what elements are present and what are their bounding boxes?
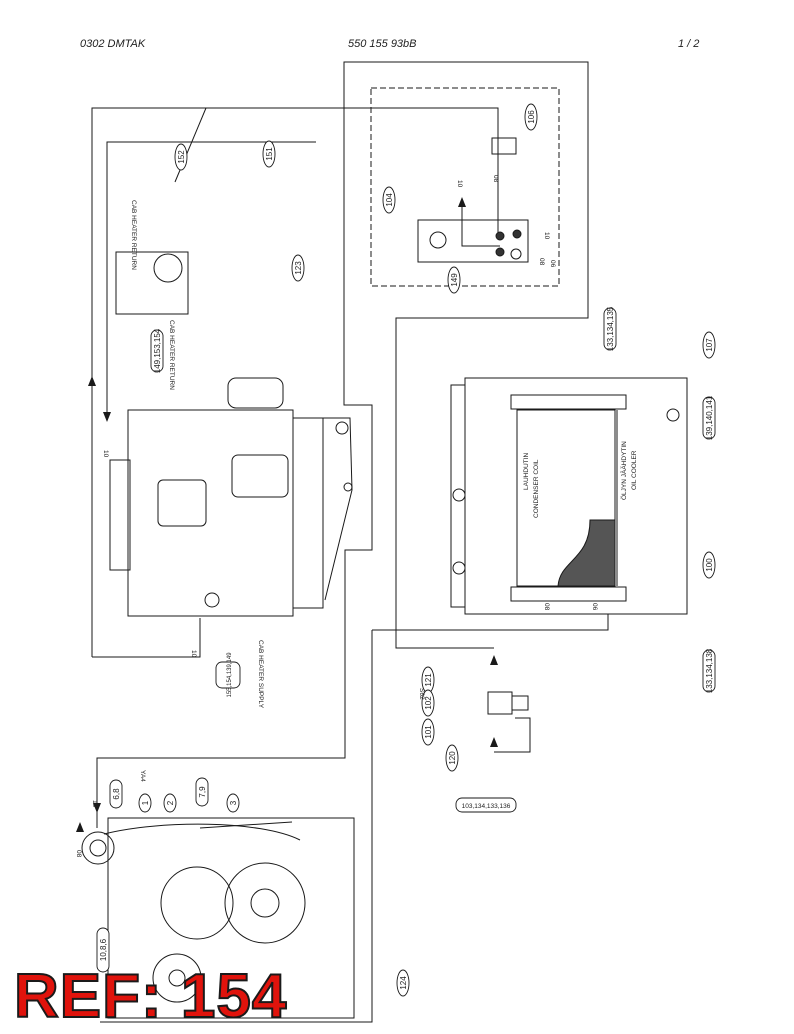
- arrow-supply-upper: [490, 655, 498, 665]
- callout-2: [163, 793, 177, 813]
- callout-1: [138, 793, 152, 813]
- callout-133-134-135-text: 133,134,135: [606, 306, 615, 351]
- wire-tag-08-b: 08: [543, 603, 550, 611]
- wire-tag-06-a: 06: [591, 603, 598, 611]
- arrow-cab-return: [103, 412, 111, 422]
- callout-149-153-154-text: 149,153,154: [153, 328, 162, 373]
- callout-149-153-154: [150, 329, 164, 373]
- header-right: 1 / 2: [678, 38, 700, 50]
- arrow-lower-engine: [93, 803, 101, 813]
- wire-tag-10-b: 10: [543, 232, 550, 240]
- callout-104: [382, 186, 396, 214]
- lower-engine: [107, 817, 355, 1019]
- wire-123: [96, 255, 373, 828]
- wire-tag-10-e: 10: [91, 800, 98, 808]
- label-oil-cooler-fi: ÖLJYN JÄÄHDYTIN: [620, 441, 628, 500]
- arrow-lower-08: [76, 822, 84, 832]
- wire-tag-10-c: 10: [102, 450, 109, 458]
- callout-155-154-139-149: [215, 661, 241, 689]
- label-cab-heater-return-top: CAB HEATER RETURN: [130, 200, 137, 270]
- callout-124-text: 124: [399, 976, 408, 990]
- control-box: [370, 87, 560, 287]
- callout-149: [447, 266, 461, 294]
- callout-10-8-6: [96, 927, 110, 973]
- callout-6-8: [109, 779, 123, 809]
- callout-120: [445, 744, 459, 772]
- callout-155-154-139-149-text: 155,154,139,149: [227, 652, 233, 698]
- wire-tag-10-a: 10: [456, 180, 463, 188]
- callout-104-text: 104: [385, 193, 394, 207]
- callout-151: [262, 140, 276, 168]
- wire-cooler-return: [494, 717, 531, 753]
- callout-152: [174, 143, 188, 171]
- callout-102: [421, 689, 435, 717]
- callout-10-8-6-text: 10,8,6: [99, 938, 108, 961]
- callout-149-text: 149: [450, 273, 459, 287]
- callout-103-134-133-136: [455, 797, 517, 813]
- label-s62: S62: [418, 688, 425, 700]
- callout-133-134-138: [702, 649, 716, 693]
- wire-cab-supply: [92, 618, 201, 658]
- engine-block: [127, 409, 294, 617]
- callout-7-9-text: 7,9: [198, 786, 207, 798]
- callout-120-text: 120: [448, 751, 457, 765]
- label-cab-heater-return-mid: CAB HEATER RETURN: [168, 320, 175, 390]
- wire-151: [106, 141, 316, 420]
- wire-tag-10-d: 10: [190, 650, 197, 658]
- wire-tag-08-a: 08: [492, 175, 499, 183]
- callout-123: [291, 254, 305, 282]
- callout-139-140-141-text: 139,140,141: [705, 395, 714, 440]
- callout-152-text: 152: [177, 150, 186, 164]
- callout-107: [702, 331, 716, 359]
- label-ya4: YA4: [139, 770, 146, 782]
- wire-tag-08-c: 08: [75, 850, 82, 858]
- callout-1-text: 1: [141, 800, 150, 805]
- callout-2-text: 2: [166, 800, 175, 805]
- callout-6-8-text: 6,8: [112, 788, 121, 800]
- callout-121-text: 121: [424, 673, 433, 687]
- callout-100-text: 100: [705, 558, 714, 572]
- callout-102-text: 102: [424, 696, 433, 710]
- arrow-supply-lower: [490, 737, 498, 747]
- callout-3-text: 3: [229, 800, 238, 805]
- wire-tag-06-b: 06: [549, 260, 556, 268]
- wire-outer-box: [343, 61, 589, 649]
- valve-block: [417, 219, 529, 263]
- label-oil-cooler-en: OIL COOLER: [631, 450, 638, 490]
- arrow-left-return: [88, 376, 96, 386]
- callout-100: [702, 551, 716, 579]
- wire-upper-loop: [91, 107, 499, 657]
- callout-133-134-135: [603, 307, 617, 351]
- callout-7-9: [195, 777, 209, 807]
- wire-124: [372, 614, 609, 631]
- callout-3: [226, 793, 240, 813]
- callout-101-text: 101: [424, 725, 433, 739]
- callout-106-text: 106: [527, 110, 536, 124]
- wire-valve: [461, 201, 500, 247]
- callout-103-134-133-136-text: 103,134,133,136: [462, 803, 511, 810]
- callout-133-134-138-text: 133,134,138: [705, 648, 714, 693]
- ref-badge: REF: 154: [13, 962, 288, 1031]
- callout-151-text: 151: [265, 147, 274, 161]
- callout-124: [396, 969, 410, 997]
- label-cab-heater-supply: CAB HEATER SUPPLY: [257, 640, 264, 709]
- wire-124-lower: [100, 630, 373, 1023]
- header-left: 0302 DMTAK: [80, 38, 146, 50]
- callout-106: [524, 103, 538, 131]
- arrow-valve: [458, 197, 466, 207]
- callout-101: [421, 718, 435, 746]
- wire-tag-08-d: 08: [538, 258, 545, 266]
- callout-139-140-141: [702, 396, 716, 440]
- callouts: [96, 103, 716, 997]
- header-center: 550 155 93bB: [348, 38, 417, 50]
- callout-107-text: 107: [705, 338, 714, 352]
- label-condenser-fi: LAUHDUTIN: [523, 452, 530, 490]
- label-condenser-en: CONDENSER COIL: [533, 459, 540, 518]
- pressure-switch: [487, 691, 513, 715]
- callout-123-text: 123: [294, 261, 303, 275]
